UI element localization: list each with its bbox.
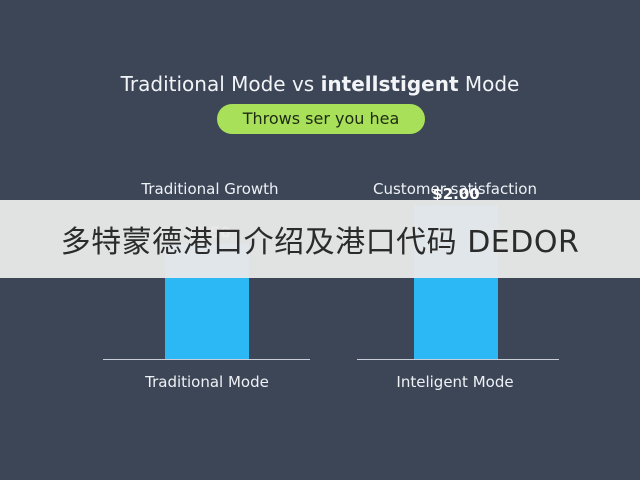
title-part-bold: intellstigent <box>320 72 459 96</box>
title-part-2: Mode <box>458 72 520 96</box>
overlay-banner: 多特蒙德港口介绍及港口代码 DEDOR <box>0 200 640 278</box>
chart-2-data-label: $2.00 <box>432 185 479 203</box>
title-part-1: Traditional Mode vs <box>120 72 321 96</box>
subtitle-pill: Throws ser you hea <box>217 104 425 134</box>
chart-1-title: Traditional Growth <box>141 180 279 198</box>
chart-2-title: Customer satisfaction <box>373 180 537 198</box>
chart-1-category-label: Traditional Mode <box>145 373 269 391</box>
chart-2-category-label: Inteligent Mode <box>396 373 514 391</box>
chart-title: Traditional Mode vs intellstigent Mode <box>0 72 640 96</box>
